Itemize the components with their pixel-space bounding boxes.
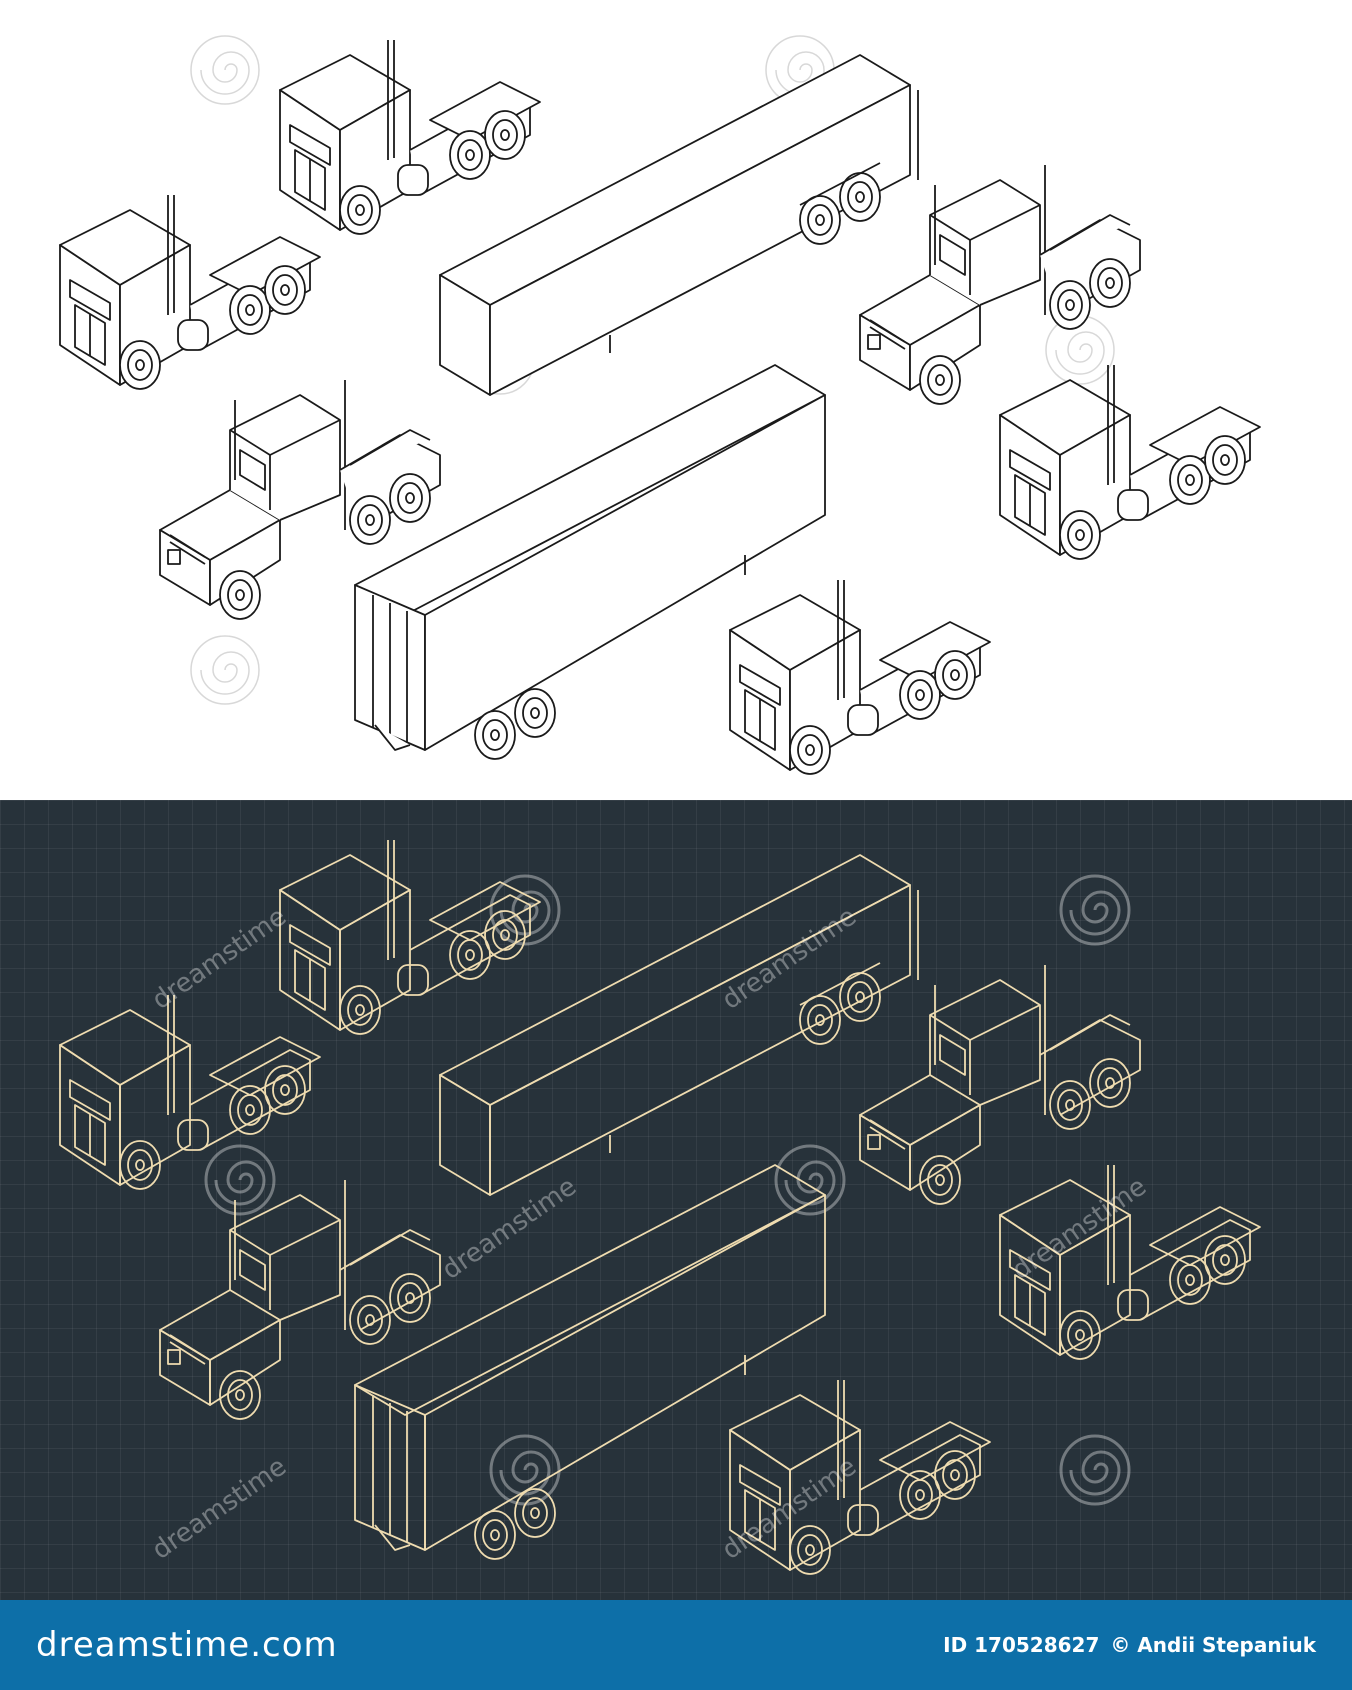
conventional-truck-1: [860, 165, 1140, 404]
cabover-truck-4: [730, 580, 990, 774]
conventional-truck-2-dark: [160, 1180, 440, 1419]
cabover-truck-2: [280, 40, 540, 234]
watermark-text-5: dreamstime: [147, 1452, 292, 1566]
dark-blueprint-panel: dreamstime dreamstime dreamstime dreamst…: [0, 800, 1352, 1600]
cabover-truck-3: [1000, 365, 1260, 559]
dark-trucks-drawing: dreamstime dreamstime dreamstime dreamst…: [0, 800, 1352, 1600]
light-blueprint-panel: [0, 0, 1352, 800]
footer-bar: dreamstime.com ID 170528627 © Andii Step…: [0, 1600, 1352, 1690]
watermark-text-3: dreamstime: [437, 1172, 582, 1286]
image-id: ID 170528627: [943, 1633, 1100, 1657]
conventional-truck-1-dark: [860, 965, 1140, 1204]
brand-logo-text[interactable]: dreamstime.com: [36, 1625, 338, 1665]
author-name: © Andii Stepaniuk: [1110, 1633, 1316, 1657]
cabover-truck-1: [60, 195, 320, 389]
light-trucks-drawing: [0, 35, 1352, 800]
cabover-truck-2-dark: [280, 840, 540, 1034]
watermark-text-1: dreamstime: [147, 902, 292, 1016]
trailer-2-dark: [355, 1165, 825, 1559]
image-credit: ID 170528627 © Andii Stepaniuk: [939, 1633, 1316, 1657]
cabover-truck-1-dark: [60, 995, 320, 1189]
